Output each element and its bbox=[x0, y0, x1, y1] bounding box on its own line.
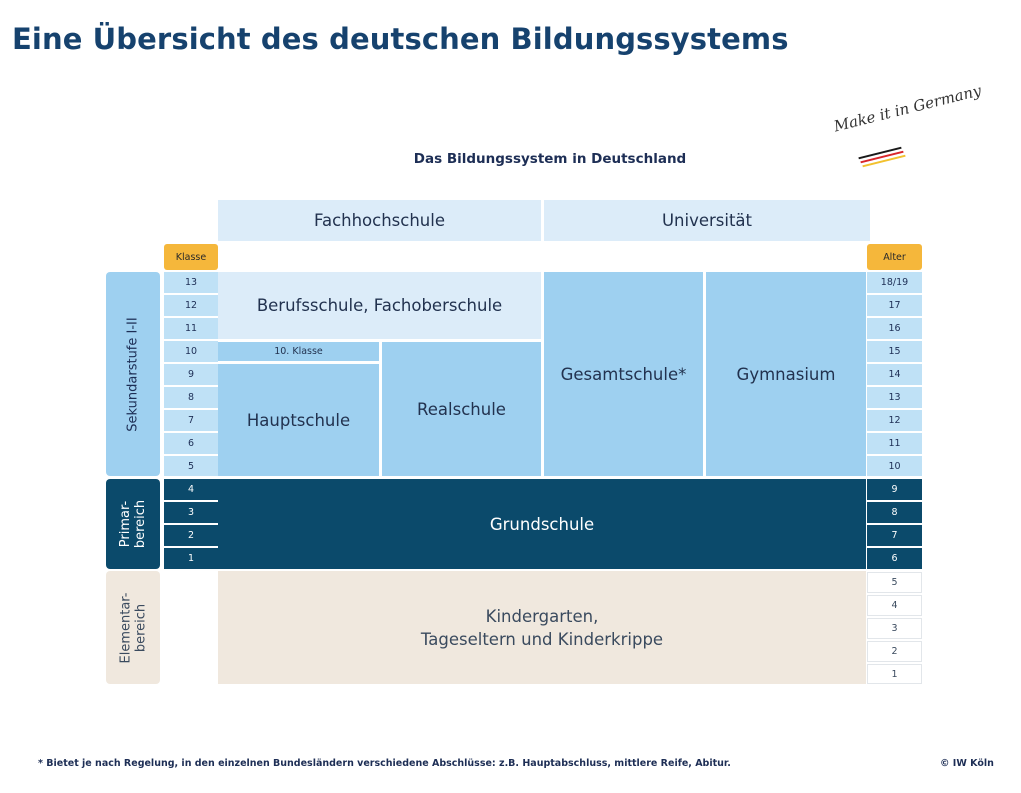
primar-line1: Primar- bbox=[118, 500, 133, 548]
grade-cell: 6 bbox=[164, 433, 218, 454]
sekundarstufe-label: Sekundarstufe I-II bbox=[106, 272, 160, 476]
kindergarten-line2: Tageseltern und Kinderkrippe bbox=[420, 629, 664, 649]
age-cell: 14 bbox=[867, 364, 922, 385]
age-cell: 4 bbox=[867, 595, 922, 616]
copyright: © IW Köln bbox=[940, 758, 994, 769]
grade-cell: 3 bbox=[164, 502, 218, 523]
age-cell: 2 bbox=[867, 641, 922, 662]
grundschule-block: Grundschule bbox=[218, 479, 866, 569]
hauptschule-block: Hauptschule bbox=[218, 364, 379, 476]
grade-cell: 1 bbox=[164, 548, 218, 569]
make-it-in-germany-logo: Make it in Germany bbox=[832, 81, 984, 136]
age-cell: 17 bbox=[867, 295, 922, 316]
grade-cell: 2 bbox=[164, 525, 218, 546]
age-cell: 9 bbox=[867, 479, 922, 500]
universitaet-block: Universität bbox=[544, 200, 870, 241]
grade-cell: 5 bbox=[164, 456, 218, 476]
age-cell: 11 bbox=[867, 433, 922, 454]
primarbereich-text: Primar-bereich bbox=[118, 500, 148, 548]
age-cell: 12 bbox=[867, 410, 922, 431]
age-cell: 15 bbox=[867, 341, 922, 362]
grade-cell: 12 bbox=[164, 295, 218, 316]
grade-cell: 13 bbox=[164, 272, 218, 293]
age-cell: 8 bbox=[867, 502, 922, 523]
fachhochschule-block: Fachhochschule bbox=[218, 200, 541, 241]
age-cell: 16 bbox=[867, 318, 922, 339]
grade-cell: 7 bbox=[164, 410, 218, 431]
gesamtschule-block: Gesamtschule* bbox=[544, 272, 703, 476]
klasse10-block: 10. Klasse bbox=[218, 342, 379, 361]
age-cell: 13 bbox=[867, 387, 922, 408]
grade-cell: 10 bbox=[164, 341, 218, 362]
alter-tag: Alter bbox=[867, 244, 922, 270]
grade-cell: 4 bbox=[164, 479, 218, 500]
chart-title: Das Bildungssystem in Deutschland bbox=[413, 151, 687, 167]
elementar-line2: bereich bbox=[133, 603, 148, 652]
age-cell: 1 bbox=[867, 664, 922, 684]
berufsschule-block: Berufsschule, Fachoberschule bbox=[218, 272, 541, 339]
age-cell: 5 bbox=[867, 572, 922, 593]
footnote: * Bietet je nach Regelung, in den einzel… bbox=[38, 758, 731, 769]
realschule-block: Realschule bbox=[382, 342, 541, 476]
age-cell: 10 bbox=[867, 456, 922, 476]
kindergarten-block: Kindergarten, Tageseltern und Kinderkrip… bbox=[218, 571, 866, 684]
primarbereich-label: Primar-bereich bbox=[106, 479, 160, 569]
primar-line2: bereich bbox=[133, 499, 148, 549]
grade-cell: 11 bbox=[164, 318, 218, 339]
age-cell: 18/19 bbox=[867, 272, 922, 293]
page-title: Eine Übersicht des deutschen Bildungssys… bbox=[12, 22, 789, 56]
kindergarten-line1: Kindergarten, bbox=[485, 606, 599, 626]
age-cell: 6 bbox=[867, 548, 922, 569]
elementarbereich-label: Elementar-bereich bbox=[106, 571, 160, 684]
age-cell: 7 bbox=[867, 525, 922, 546]
grade-cell: 9 bbox=[164, 364, 218, 385]
elementar-line1: Elementar- bbox=[118, 592, 133, 663]
sekundarstufe-text: Sekundarstufe I-II bbox=[125, 316, 141, 432]
gymnasium-block: Gymnasium bbox=[706, 272, 866, 476]
klasse-tag: Klasse bbox=[164, 244, 218, 270]
elementarbereich-text: Elementar-bereich bbox=[118, 592, 148, 663]
grade-cell: 8 bbox=[164, 387, 218, 408]
age-cell: 3 bbox=[867, 618, 922, 639]
